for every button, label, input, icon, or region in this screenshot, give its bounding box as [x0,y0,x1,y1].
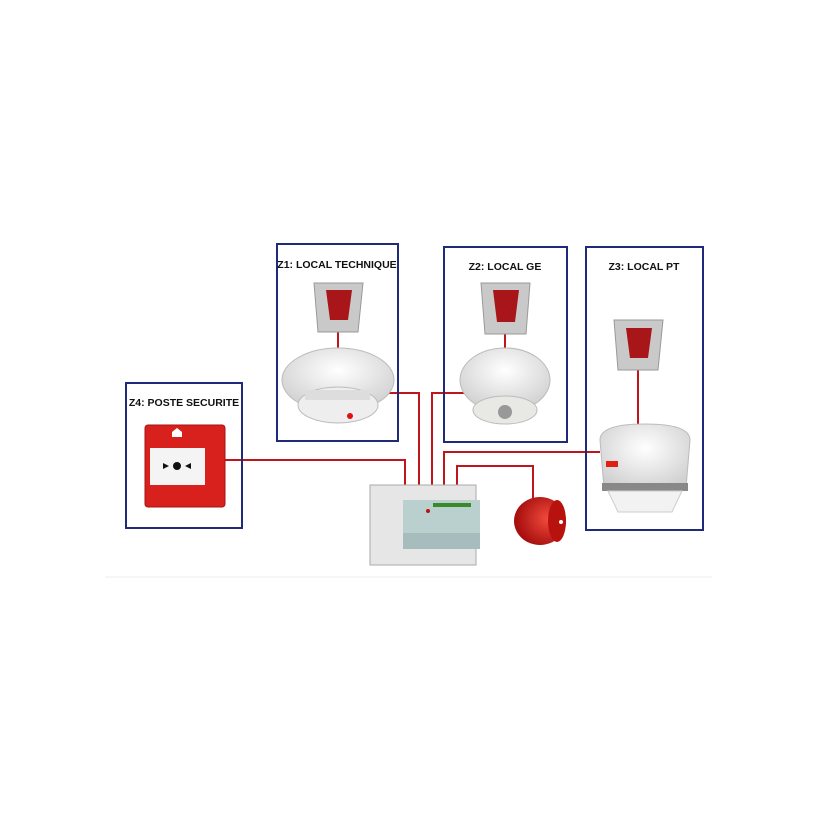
wire-z1 [385,392,420,490]
alarm-siren [514,497,566,545]
smoke-detector-z1 [281,347,395,424]
zone-label-z4: Z4: POSTE SECURITE [129,397,239,409]
zone-frame-z2 [443,246,568,443]
zone-label-z2: Z2: LOCAL GE [469,261,542,273]
heat-detector-z2 [459,347,551,425]
remote-indicator-z3 [613,319,664,371]
wire-siren [456,465,534,500]
fire-alarm-control-panel [369,484,480,566]
remote-indicator-z2 [480,282,531,335]
zone-frame-z3 [585,246,704,531]
zone-frame-z4 [125,382,243,529]
remote-indicator-z1 [313,282,364,333]
zone-label-z1: Z1: LOCAL TECHNIQUE [277,259,396,271]
zone-frame-z1 [276,243,399,442]
smoke-detector-z3 [599,423,691,513]
wire-z2 [431,392,465,490]
wire-z4 [222,459,406,490]
zone-label-z3: Z3: LOCAL PT [609,261,681,273]
manual-call-point [144,424,226,508]
wiring [222,332,639,500]
wire-z3 [443,451,600,490]
